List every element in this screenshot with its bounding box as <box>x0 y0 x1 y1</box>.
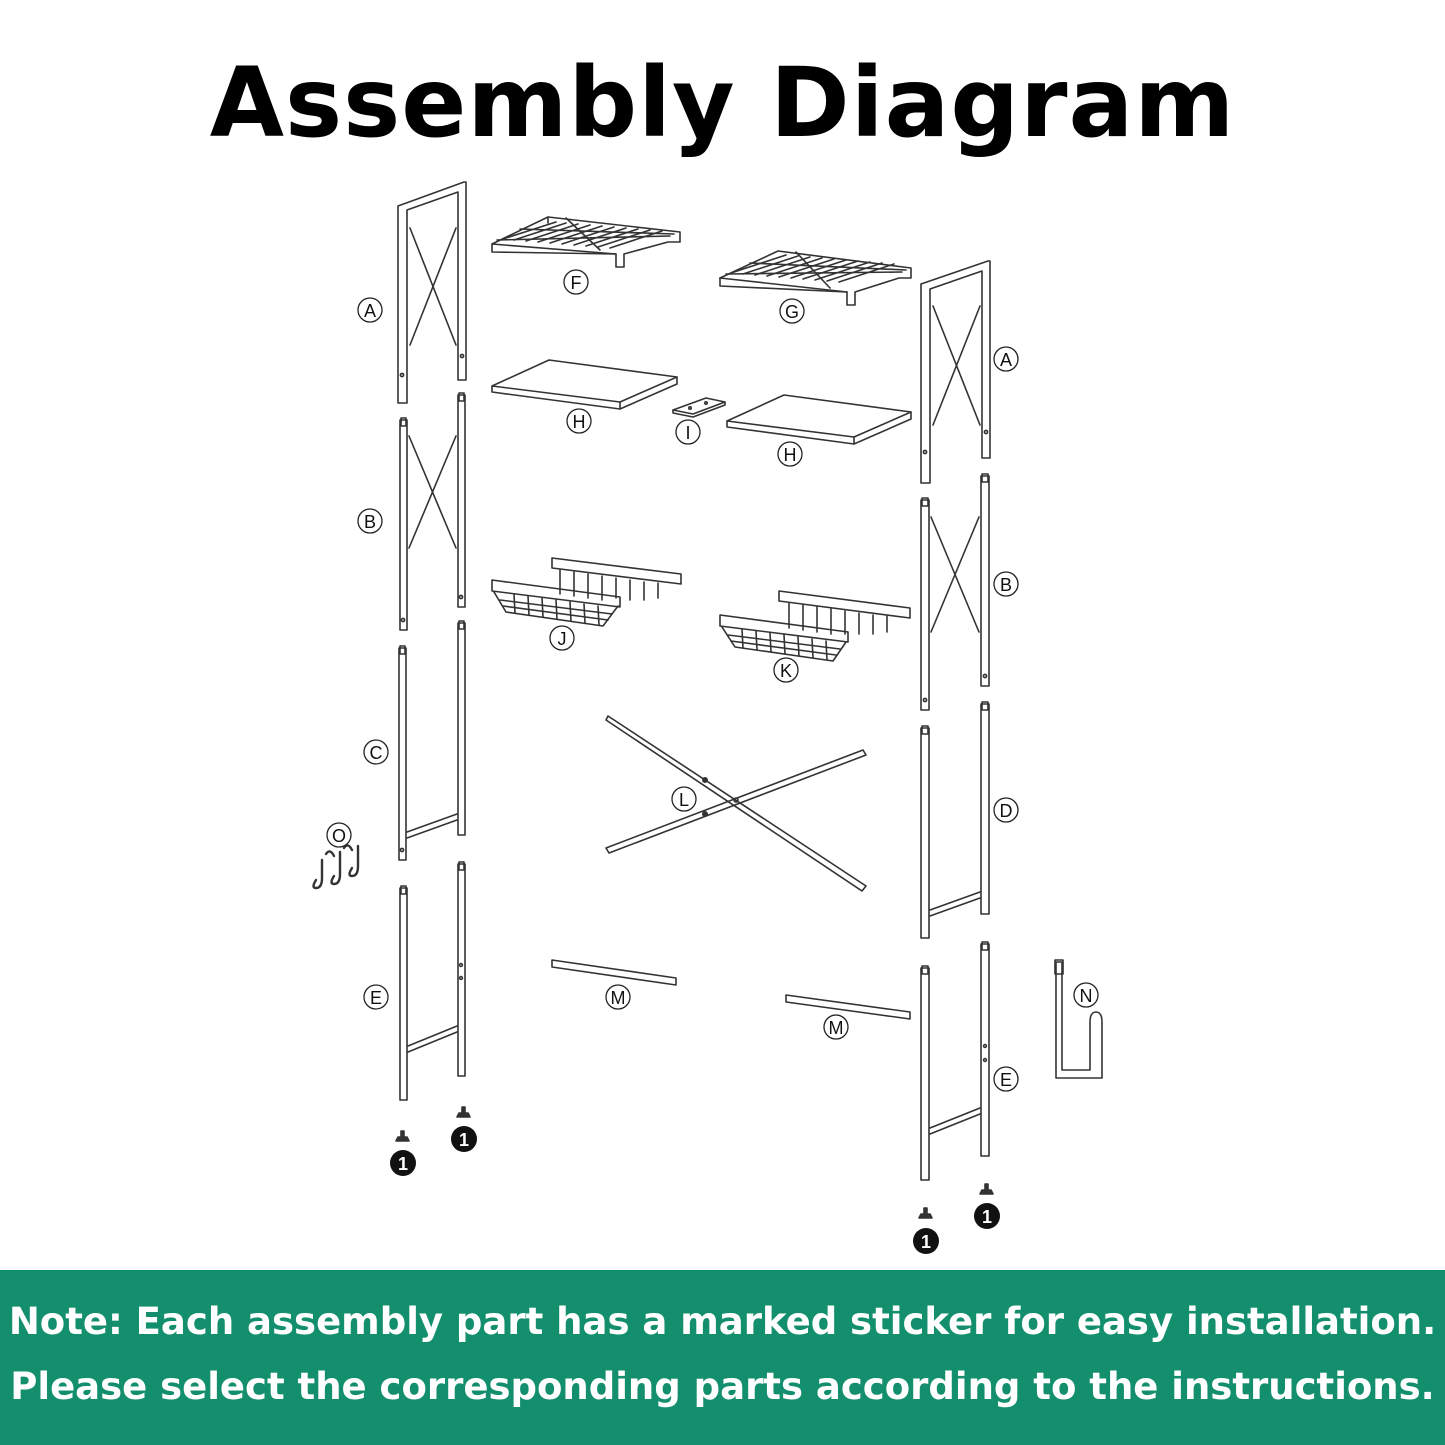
label-f: F <box>563 269 589 295</box>
svg-text:1: 1 <box>982 1207 992 1227</box>
page-title: Assembly Diagram <box>209 47 1236 159</box>
svg-text:M: M <box>611 988 626 1008</box>
foot-leveler-3 <box>918 1207 933 1219</box>
part-i-plate <box>672 397 726 418</box>
label-j: J <box>549 625 575 651</box>
part-a-right <box>920 260 991 484</box>
svg-text:D: D <box>1000 801 1013 821</box>
part-a-left <box>397 181 467 404</box>
label-g: G <box>779 298 805 324</box>
svg-text:O: O <box>332 826 346 846</box>
note-line-1: Note: Each assembly part has a marked st… <box>8 1300 1437 1343</box>
svg-text:G: G <box>785 302 799 322</box>
svg-text:I: I <box>685 423 690 443</box>
part-b-left <box>399 392 466 631</box>
label-e-left: E <box>363 984 389 1010</box>
svg-text:A: A <box>364 301 376 321</box>
part-l-cross-brace <box>605 715 867 892</box>
part-o-hooks <box>312 844 360 890</box>
label-h-right: H <box>777 441 803 467</box>
part-b-right <box>920 473 990 711</box>
label-c-left: C <box>363 739 389 765</box>
svg-text:1: 1 <box>921 1232 931 1252</box>
svg-text:B: B <box>1000 575 1012 595</box>
label-i: I <box>675 419 701 445</box>
label-e-right: E <box>993 1066 1019 1092</box>
part-m-rod-right <box>785 994 911 1020</box>
part-d-right <box>920 701 990 939</box>
label-d-right: D <box>993 797 1019 823</box>
label-m-right: M <box>823 1014 849 1040</box>
label-o: O <box>326 822 352 848</box>
svg-text:C: C <box>370 743 383 763</box>
part-n-hanger <box>1054 959 1103 1079</box>
part-m-rod-left <box>551 959 677 986</box>
assembly-diagram: A B C O E F G H I H J K <box>312 181 1103 1254</box>
svg-text:E: E <box>370 988 382 1008</box>
note-line-2: Please select the corresponding parts ac… <box>10 1365 1435 1408</box>
svg-text:E: E <box>1000 1070 1012 1090</box>
part-e-left <box>399 861 466 1101</box>
foot-badge-1: 1 <box>390 1150 416 1176</box>
part-j-basket <box>491 557 682 627</box>
foot-badge-4: 1 <box>974 1203 1000 1229</box>
svg-text:B: B <box>364 512 376 532</box>
foot-leveler-1 <box>395 1130 410 1142</box>
svg-text:N: N <box>1080 986 1093 1006</box>
foot-badge-3: 1 <box>913 1228 939 1254</box>
part-g-shelf <box>719 250 912 306</box>
svg-text:1: 1 <box>398 1154 408 1174</box>
label-a-right: A <box>993 346 1019 372</box>
part-e-right <box>920 941 990 1181</box>
label-b-right: B <box>993 571 1019 597</box>
label-m-left: M <box>605 984 631 1010</box>
svg-text:1: 1 <box>459 1130 469 1150</box>
label-a-left: A <box>357 297 383 323</box>
label-k: K <box>773 657 799 683</box>
foot-leveler-2 <box>456 1106 471 1118</box>
label-b-left: B <box>357 508 383 534</box>
note-banner: Note: Each assembly part has a marked st… <box>0 1270 1445 1445</box>
label-l: L <box>671 786 697 812</box>
svg-text:F: F <box>571 273 582 293</box>
svg-text:J: J <box>558 629 567 649</box>
part-f-shelf <box>491 216 681 268</box>
part-c-left <box>398 620 466 861</box>
part-k-basket <box>719 590 911 662</box>
svg-text:K: K <box>780 661 792 681</box>
label-h-left: H <box>566 408 592 434</box>
svg-text:L: L <box>679 790 689 810</box>
svg-text:H: H <box>784 445 797 465</box>
label-n: N <box>1073 982 1099 1008</box>
part-h-board-right <box>726 394 912 445</box>
svg-text:M: M <box>829 1018 844 1038</box>
foot-badge-2: 1 <box>451 1126 477 1152</box>
svg-text:A: A <box>1000 350 1012 370</box>
part-h-board-left <box>491 359 678 410</box>
svg-text:H: H <box>573 412 586 432</box>
foot-leveler-4 <box>979 1183 994 1195</box>
